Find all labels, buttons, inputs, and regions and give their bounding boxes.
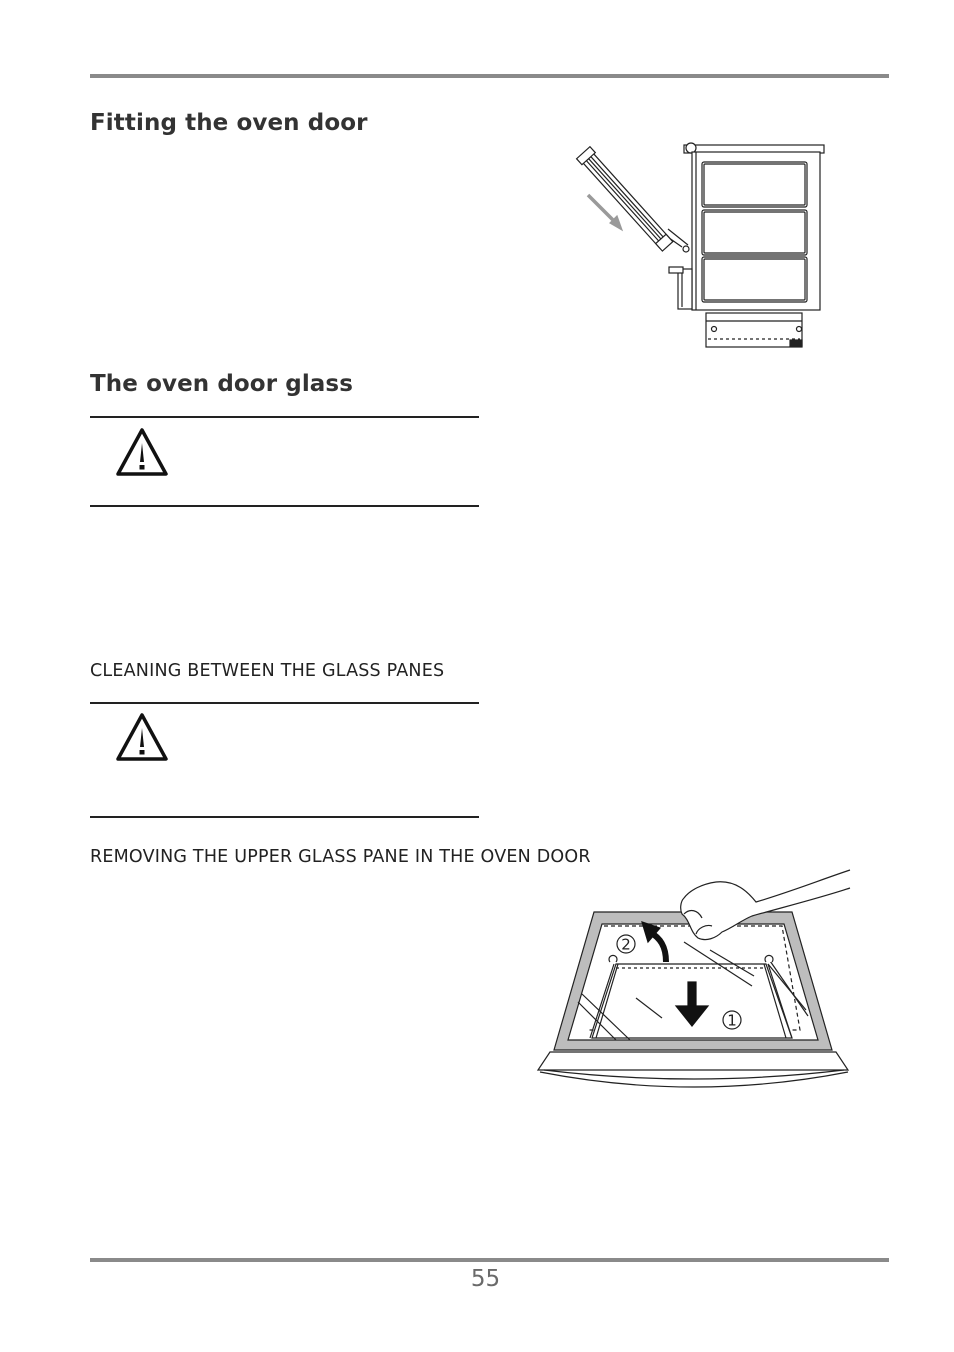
upper-glass-pane-removal-illustration: 2 1 — [536, 869, 851, 1088]
heading-oven-door-glass: The oven door glass — [90, 371, 354, 397]
warning-box-bottom-line — [90, 505, 479, 507]
heading-fitting-oven-door: Fitting the oven door — [90, 110, 368, 136]
callout-2-label: 2 — [621, 936, 631, 954]
warning-box-2-bottom-line — [90, 816, 479, 818]
callout-1-label: 1 — [727, 1012, 737, 1030]
warning-box-2-top-line — [90, 702, 479, 704]
page-number: 55 — [470, 1266, 501, 1292]
warning-triangle-icon — [116, 428, 168, 476]
warning-triangle-icon — [116, 713, 168, 761]
cooker-door-fitting-illustration — [575, 142, 825, 348]
bottom-rule — [90, 1258, 889, 1262]
heading-cleaning-between-glass-panes: CLEANING BETWEEN THE GLASS PANES — [90, 661, 445, 681]
top-rule — [90, 74, 889, 78]
warning-box-top-line — [90, 416, 479, 418]
heading-removing-upper-glass-pane: REMOVING THE UPPER GLASS PANE IN THE OVE… — [90, 847, 591, 867]
